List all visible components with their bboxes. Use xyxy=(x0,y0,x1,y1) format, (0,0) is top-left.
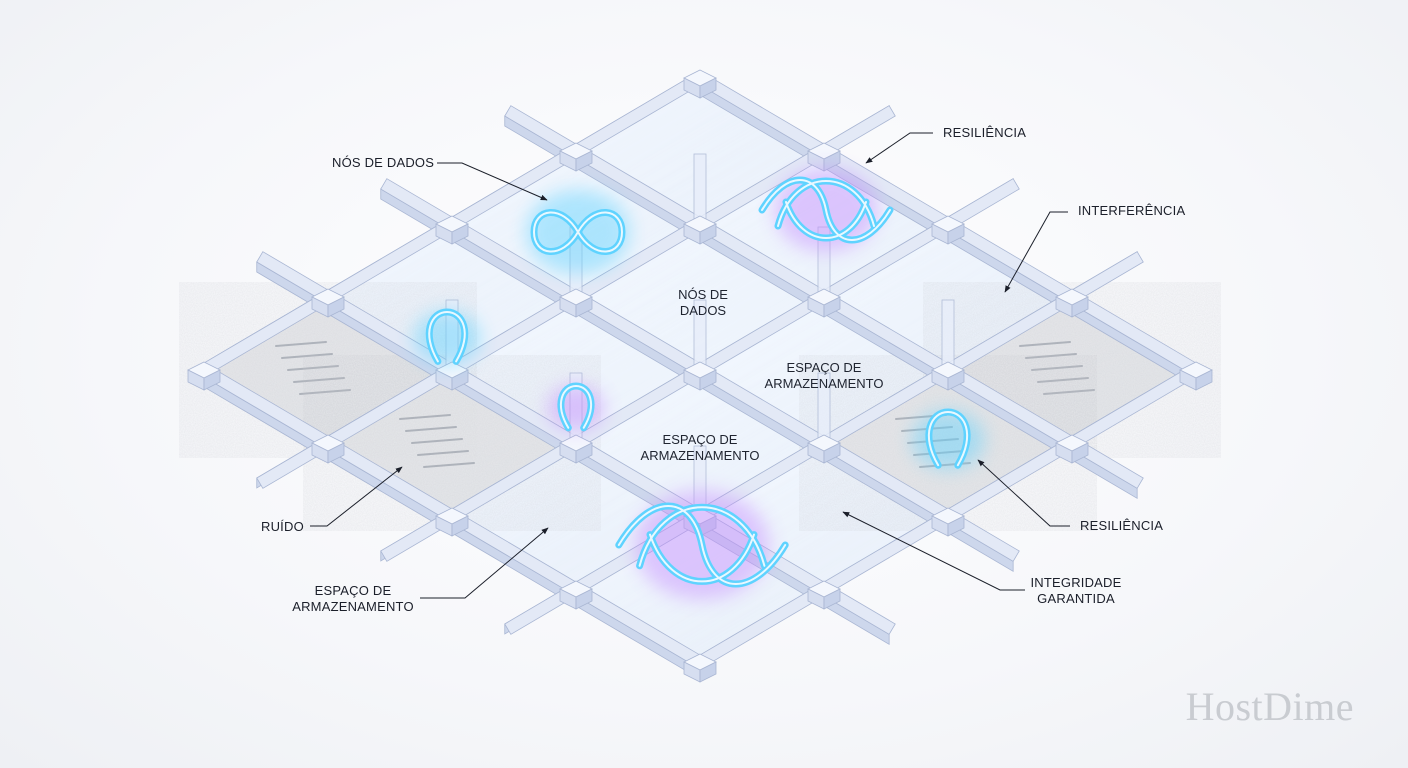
callout-nos-de-dados: NÓS DE DADOS xyxy=(332,155,435,170)
leader-integridade xyxy=(842,511,1025,591)
node-cube-right xyxy=(947,515,965,537)
node-cube-right xyxy=(699,369,717,391)
node-cube-right xyxy=(575,588,593,610)
callout-resiliencia-top: RESILIÊNCIA xyxy=(943,125,1027,140)
noise-stroke xyxy=(411,438,463,444)
knot-center-loop-glow xyxy=(547,384,605,432)
callout-interferencia: INTERFERÊNCIA xyxy=(1078,203,1186,218)
node-cubes xyxy=(187,69,1213,683)
node-cube-right xyxy=(699,223,717,245)
cell-esp-b-line2: ARMAZENAMENTO xyxy=(640,448,760,463)
callout-lines xyxy=(310,132,1070,599)
node-cube-right xyxy=(947,369,965,391)
node-cube-right xyxy=(699,661,717,683)
noise-stroke xyxy=(1019,341,1071,347)
node-cube-right xyxy=(451,223,469,245)
rope-strand xyxy=(761,179,891,241)
knot-left-loop-glow xyxy=(413,310,481,366)
rope-strand xyxy=(428,310,466,363)
node-cube-right xyxy=(451,369,469,391)
rope-knots xyxy=(413,168,985,600)
noise-stroke xyxy=(1037,377,1089,383)
rope-strand xyxy=(617,505,787,585)
node-cube-right xyxy=(575,296,593,318)
noise-stroke xyxy=(1025,353,1077,359)
leader-resiliencia-top xyxy=(865,132,933,164)
callout-espaco-armazenamento: ESPAÇO DE ARMAZENAMENTO xyxy=(289,583,417,615)
knot-resilience-right xyxy=(925,408,971,469)
leader-ruido xyxy=(310,466,403,527)
cell-nos-line1: NÓS DE xyxy=(678,287,728,302)
leader-nos-de-dados xyxy=(437,162,548,201)
post xyxy=(693,153,707,225)
noise-stroke xyxy=(299,389,351,395)
node-cube-right xyxy=(1071,442,1089,464)
callout-integridade-garantida: INTEGRIDADE GARANTIDA xyxy=(1030,575,1122,607)
leader-espaco xyxy=(420,527,549,599)
callout-espaco-line1: ESPAÇO DE xyxy=(314,583,392,598)
leader-interferencia xyxy=(1004,211,1068,293)
cell-label-espaco-a: ESPAÇO DE ARMAZENAMENTO xyxy=(765,360,884,392)
cell-nos-line2: DADOS xyxy=(679,303,727,318)
knot-data-node xyxy=(530,209,626,255)
knot-center-loop xyxy=(557,382,595,432)
noise-stroke xyxy=(281,353,333,359)
callout-ruido: RUÍDO xyxy=(261,519,304,534)
node-cube-right xyxy=(203,369,221,391)
knot-left-loop xyxy=(425,308,469,365)
node-cube-right xyxy=(947,223,965,245)
node-cube-right xyxy=(823,296,841,318)
cell-label-espaco-b: ESPAÇO DE ARMAZENAMENTO xyxy=(641,432,760,464)
noise-stroke xyxy=(399,414,451,420)
node-cube-right xyxy=(327,442,345,464)
rope-strand xyxy=(559,384,593,429)
callout-integridade-line2: GARANTIDA xyxy=(1037,591,1115,606)
noise-stroke xyxy=(275,341,327,347)
knot-resilience-top xyxy=(758,176,894,244)
cell-esp-a-line1: ESPAÇO DE xyxy=(786,360,862,375)
hostdime-logo: HostDime xyxy=(1185,684,1354,729)
node-cube-right xyxy=(575,442,593,464)
post xyxy=(941,299,955,371)
node-cube-right xyxy=(451,515,469,537)
callout-resiliencia-right: RESILIÊNCIA xyxy=(1080,518,1164,533)
cell-esp-a-line2: ARMAZENAMENTO xyxy=(764,376,884,391)
rope-strand xyxy=(532,211,624,253)
cell-esp-b-line1: ESPAÇO DE xyxy=(662,432,738,447)
knot-integrity xyxy=(615,502,789,588)
node-cube-right xyxy=(699,77,717,99)
noise-stroke xyxy=(417,450,469,456)
cell-label-nos-de-dados: NÓS DE DADOS xyxy=(678,287,728,319)
noise-stroke xyxy=(293,377,345,383)
noise-stroke xyxy=(423,462,475,468)
node-cube-right xyxy=(575,150,593,172)
rope-strand xyxy=(927,410,969,467)
knot-resilience-right-glow xyxy=(911,410,985,470)
noise-stroke xyxy=(287,365,339,371)
noise-stroke xyxy=(1031,365,1083,371)
noise-stroke xyxy=(405,426,457,432)
node-cube-right xyxy=(823,442,841,464)
node-cube-right xyxy=(1195,369,1213,391)
node-cube-right xyxy=(1071,296,1089,318)
callout-integridade-line1: INTEGRIDADE xyxy=(1030,575,1122,590)
noise-stroke xyxy=(1043,389,1095,395)
node-cube-right xyxy=(327,296,345,318)
callout-espaco-line2: ARMAZENAMENTO xyxy=(292,599,414,614)
leader-resiliencia-right xyxy=(977,459,1070,527)
node-cube-right xyxy=(823,588,841,610)
